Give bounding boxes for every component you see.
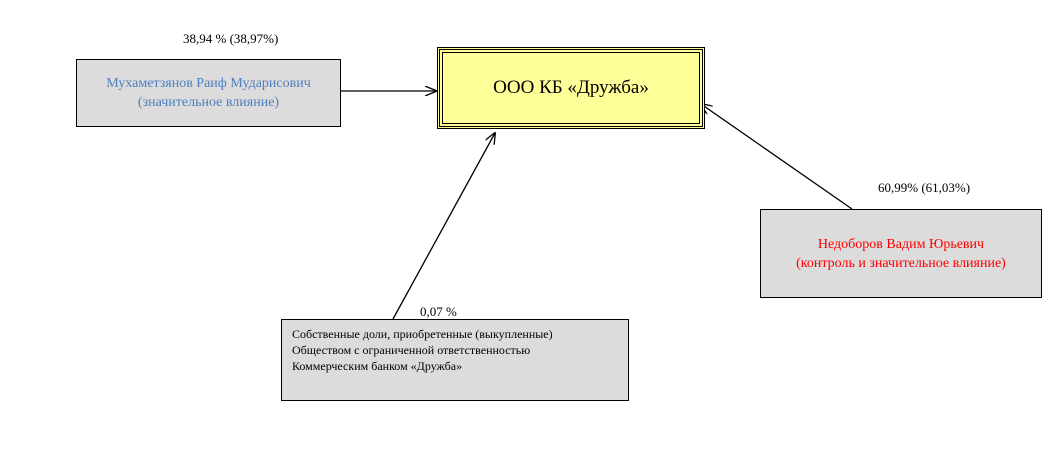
company-box: ООО КБ «Дружба»	[437, 47, 705, 129]
owner3-line-1: Собственные доли, приобретенные (выкупле…	[292, 327, 553, 341]
arrow-owner2-to-company	[701, 104, 853, 210]
owner2-note: (контроль и значительное влияние)	[796, 255, 1006, 271]
arrow-owner3-to-company	[392, 133, 495, 320]
owner1-name: Мухаметзянов Раиф Мударисович	[106, 76, 311, 91]
owner3-line-2: Обществом с ограниченной ответственность…	[292, 343, 531, 357]
owner1-share: 38,94 % (38,97%)	[183, 31, 279, 46]
owner3-line-3: Коммерческим банком «Дружба»	[292, 359, 463, 373]
owner3-share: 0,07 %	[420, 304, 457, 319]
company-name: ООО КБ «Дружба»	[493, 77, 649, 98]
owner2-name: Недоборов Вадим Юрьевич	[817, 236, 985, 252]
owner1-box: Мухаметзянов Раиф Мударисович (значитель…	[76, 59, 341, 127]
owner2-share: 60,99% (61,03%)	[878, 180, 971, 195]
company-box-inner-border	[442, 52, 700, 124]
owner1-note: (значительное влияние)	[137, 95, 280, 110]
owner2-box: Недоборов Вадим Юрьевич (контроль и знач…	[760, 209, 1042, 298]
owner3-box: Собственные доли, приобретенные (выкупле…	[281, 319, 629, 401]
